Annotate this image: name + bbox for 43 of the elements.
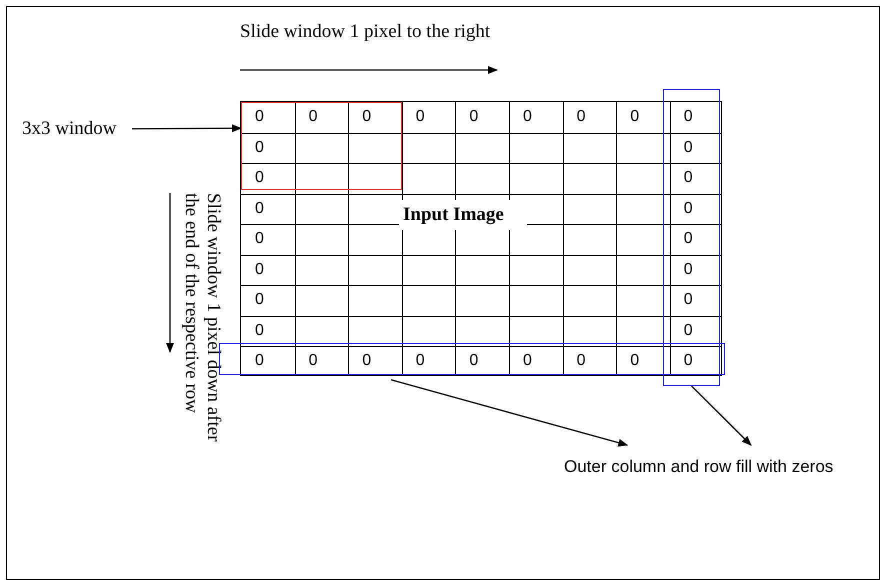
zero-value: 0 (255, 290, 264, 310)
zero-value: 0 (308, 351, 318, 371)
zero-value: 0 (684, 198, 693, 218)
window-outline (241, 102, 402, 190)
zero-value: 0 (255, 138, 264, 158)
leader-arrow (390, 379, 628, 447)
zero-value: 0 (255, 198, 264, 218)
zero-value: 0 (416, 351, 425, 371)
instruction-text: Slide window 1 pixel down after the end of the respective row (180, 193, 224, 444)
zero-value: 0 (255, 229, 264, 249)
zero-value: 0 (362, 107, 372, 127)
zero-value: 0 (684, 168, 693, 188)
zero-value: 0 (255, 107, 264, 127)
zero-value: 0 (630, 107, 640, 127)
leader-arrow (132, 124, 242, 132)
zero-value: 0 (308, 107, 318, 127)
zero-value: 0 (523, 107, 532, 127)
zero-value: 0 (684, 260, 693, 280)
zero-value: 0 (255, 260, 264, 280)
zero-value: 0 (684, 138, 693, 158)
zero-value: 0 (684, 320, 693, 340)
zero-value: 0 (684, 290, 693, 310)
zero-value: 0 (469, 107, 478, 127)
zero-value: 0 (576, 351, 586, 371)
window-label: 3x3 window (22, 115, 122, 143)
zero-value: 0 (255, 320, 264, 340)
instruction-text: Slide window 1 pixel to the right (240, 20, 490, 44)
grid-title: Input Image (399, 200, 527, 230)
zero-value: 0 (416, 107, 425, 127)
zero-value: 0 (576, 107, 586, 127)
zero-value: 0 (362, 351, 372, 371)
zero-value: 0 (255, 168, 264, 188)
column-outline (663, 89, 720, 386)
zero-value: 0 (684, 107, 693, 127)
zero-value: 0 (630, 351, 640, 371)
leader-arrow (691, 386, 752, 446)
pixel-grid (240, 101, 722, 376)
zero-value: 0 (684, 229, 693, 249)
note-text: Outer column and row fill with zeros (564, 455, 839, 480)
zero-value: 0 (255, 351, 264, 371)
zero-value: 0 (523, 351, 532, 371)
zero-value: 0 (469, 351, 478, 371)
zero-value: 0 (684, 351, 693, 371)
